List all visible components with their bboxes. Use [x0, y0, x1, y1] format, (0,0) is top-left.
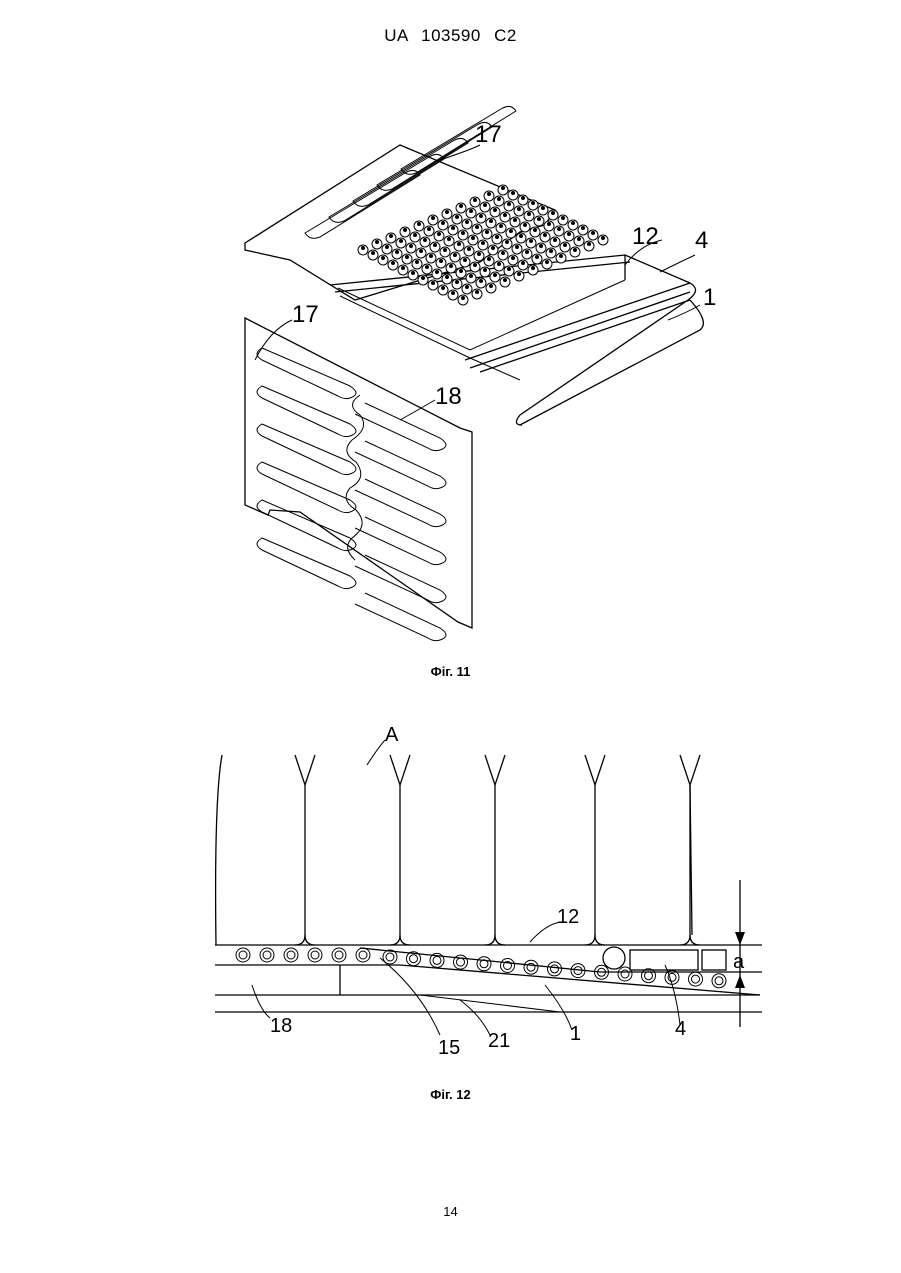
label-18-fig12: 18 — [270, 1015, 292, 1037]
label-A: A — [385, 724, 399, 746]
figure-12-caption: Фіг. 12 — [0, 1087, 901, 1102]
label-a: a — [733, 951, 745, 973]
label-1-fig12: 1 — [570, 1023, 581, 1045]
page-number: 14 — [0, 1204, 901, 1219]
label-21: 21 — [488, 1030, 510, 1052]
label-12-fig12: 12 — [557, 906, 579, 928]
label-4-fig12: 4 — [675, 1018, 686, 1040]
label-15: 15 — [438, 1037, 460, 1059]
